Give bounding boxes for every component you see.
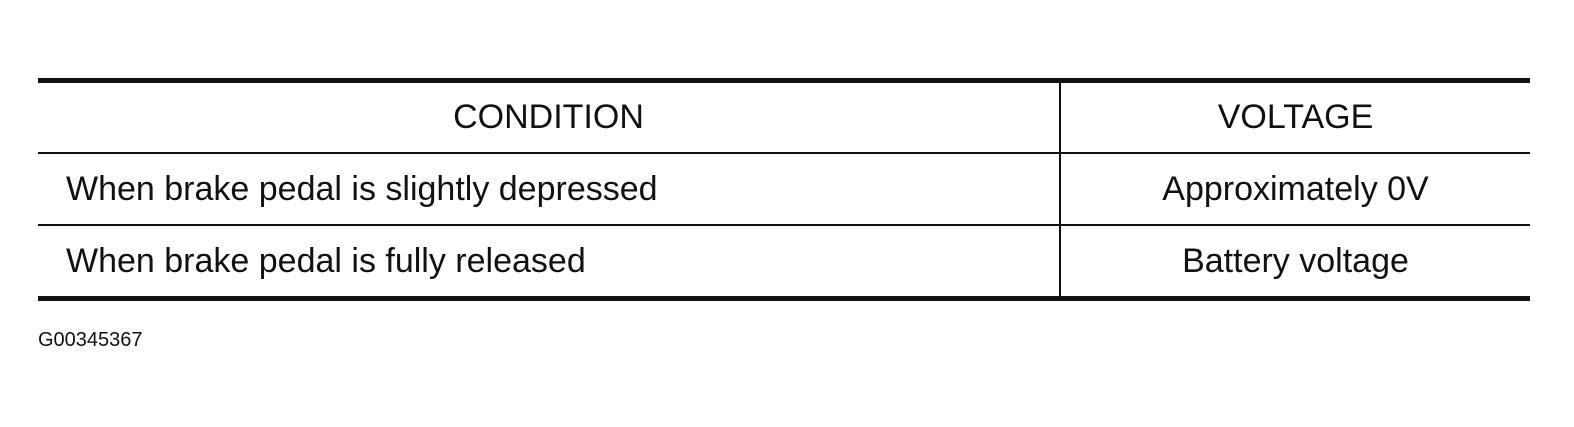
voltage-cell: Battery voltage bbox=[1182, 241, 1409, 280]
table-row: When brake pedal is slightly depressed A… bbox=[38, 153, 1530, 226]
table-header-row: CONDITION VOLTAGE bbox=[38, 80, 1530, 154]
condition-voltage-table: CONDITION VOLTAGE When brake pedal is sl… bbox=[38, 78, 1530, 301]
condition-cell: When brake pedal is slightly depressed bbox=[38, 153, 1061, 226]
voltage-cell: Approximately 0V bbox=[1060, 153, 1530, 226]
condition-cell: When brake pedal is fully released bbox=[38, 225, 1061, 299]
condition-column-header: CONDITION bbox=[38, 80, 1061, 154]
table-row: When brake pedal is fully released Batte… bbox=[38, 225, 1530, 299]
voltage-column-header: VOLTAGE bbox=[1060, 80, 1530, 154]
figure-id-label: G00345367 bbox=[38, 329, 143, 351]
